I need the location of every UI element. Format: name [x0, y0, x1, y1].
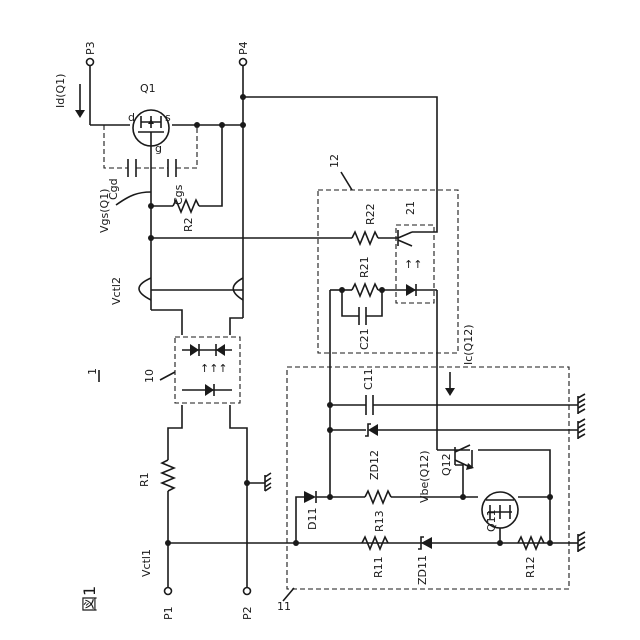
q12-label: Q12: [440, 453, 453, 476]
resistor-r22: [352, 232, 378, 244]
vgs-q1-label: Vgs(Q1): [98, 189, 111, 233]
vctl1-label: Vctl1: [140, 549, 153, 577]
resistor-r13: [365, 491, 391, 503]
bjt-q12-collector: [455, 445, 470, 452]
port-p4-terminal: [240, 59, 247, 66]
ground-hatch: [265, 473, 271, 491]
port-p3-terminal: [87, 59, 94, 66]
r22-label: R22: [364, 203, 377, 225]
cgd-dashed-wire: [104, 125, 128, 168]
q1-label: Q1: [140, 82, 156, 95]
pc10-input-led: [205, 384, 214, 396]
port-p4-label: P4: [237, 41, 250, 55]
r21-label: R21: [358, 256, 371, 278]
port-p1-label: P1: [162, 606, 175, 620]
phototransistor-21-label: 21: [404, 201, 417, 215]
q12-base-wire: [455, 465, 463, 497]
port-p3-label: P3: [84, 41, 97, 55]
ic-arrow-head: [445, 388, 455, 396]
r1-label: R1: [138, 472, 151, 487]
pc10-wire: [151, 310, 182, 335]
resistor-r1: [162, 460, 174, 491]
r2-wire: [199, 125, 222, 206]
q11-wire: [478, 450, 550, 497]
vbe-q12-label: Vbe(Q12): [418, 450, 431, 503]
id-q1-label: Id(Q1): [54, 74, 67, 108]
q11-wire: [518, 497, 550, 543]
zener-zd12: [368, 424, 378, 436]
d11-label: D11: [306, 508, 319, 530]
pt21-light-arrows: ↑↑: [404, 258, 422, 271]
zener-zd11: [421, 537, 432, 549]
ic-q12-label: Ic(Q12): [462, 324, 475, 365]
pt21-emitter: [398, 240, 412, 246]
q11-label: Q11: [485, 509, 498, 532]
zd12-label: ZD12: [368, 450, 381, 480]
resistor-r21: [352, 284, 378, 296]
id-arrow-head: [75, 110, 85, 118]
block-12-leader: [341, 172, 352, 190]
r2-label: R2: [182, 217, 195, 232]
led-21: [406, 284, 416, 296]
pt21-collector: [398, 232, 412, 238]
junction: [240, 122, 246, 128]
r12-label: R12: [524, 556, 537, 578]
mosfet-q1: [133, 110, 169, 158]
vctl2-label: Vctl2: [110, 277, 123, 305]
circuit-ref-label: 1: [86, 368, 99, 375]
c11-label: C11: [362, 368, 375, 390]
pc10-leader: [160, 372, 175, 380]
junction: [194, 122, 200, 128]
q1-source-label: s: [165, 111, 171, 124]
cgs-label: Cgs: [172, 184, 185, 205]
diode-d11: [304, 491, 316, 503]
cgs-dashed-wire: [176, 125, 197, 168]
r13-label: R13: [373, 510, 386, 532]
vctl2-bracket: [233, 278, 243, 300]
q1-drain-label: d: [128, 111, 135, 124]
resistor-r2: [173, 200, 199, 212]
block-11-label: 11: [277, 600, 291, 613]
block-12-label: 12: [328, 154, 341, 168]
photocoupler-10-label: 10: [143, 369, 156, 383]
figure-label: 図1: [80, 586, 99, 612]
zd11-label: ZD11: [416, 555, 429, 585]
pc10-wire: [230, 318, 243, 335]
pc10-light-arrows: ↑↑↑: [200, 362, 228, 375]
q1-gate-label: g: [155, 142, 162, 155]
r11-label: R11: [372, 556, 385, 578]
pc10-output-diode: [216, 344, 225, 356]
port-p1-terminal: [165, 588, 172, 595]
port-p2-label: P2: [241, 606, 254, 620]
p2-wire: [230, 405, 247, 587]
c21-label: C21: [358, 328, 371, 350]
vctl2-bracket: [139, 278, 151, 300]
pc10-output-diode: [190, 344, 199, 356]
vgs-leader: [116, 192, 151, 205]
port-p2-terminal: [244, 588, 251, 595]
input-wire: [168, 405, 182, 460]
c21-wire: [342, 290, 359, 316]
ground-symbols-right: [568, 394, 585, 552]
